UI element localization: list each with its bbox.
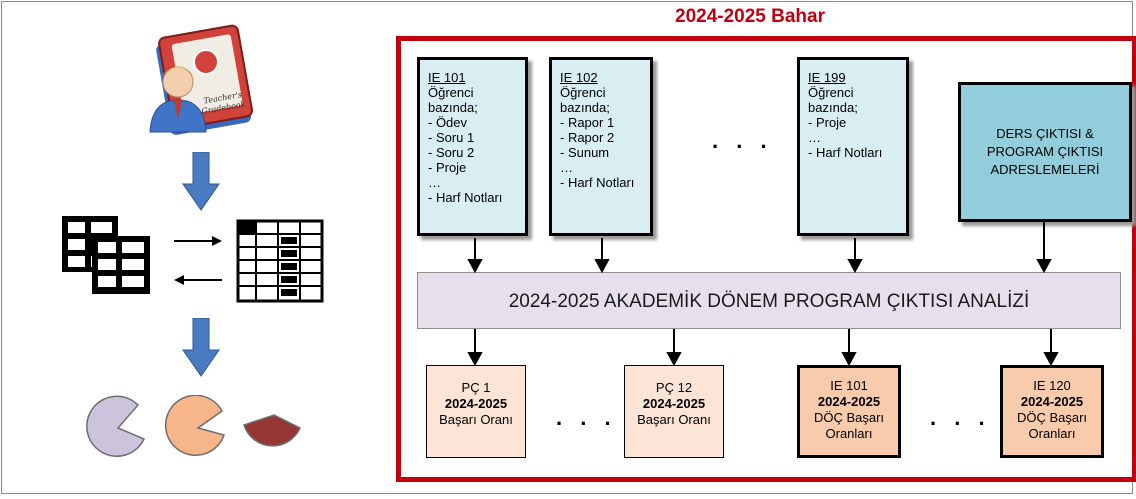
gradebook-icon: Teacher's Gradebook	[149, 24, 253, 135]
pie-orange	[164, 395, 225, 457]
table-icon	[236, 219, 324, 303]
down-arrow-icon-2	[182, 318, 220, 377]
course-code: IE 102	[560, 70, 598, 85]
result-box-pc12: PÇ 12 2024-2025 Başarı Oranı	[624, 365, 724, 458]
pie-maroon	[243, 414, 301, 447]
course-line: Öğrenci	[428, 85, 474, 100]
mapping-box: DERS ÇIKTISI & PROGRAM ÇIKTISI ADRESLEME…	[958, 82, 1132, 222]
arrowhead	[1036, 259, 1052, 274]
analysis-box: 2024-2025 AKADEMİK DÖNEM PROGRAM ÇIKTISI…	[417, 272, 1121, 329]
course-line: - Harf Notları	[808, 145, 883, 160]
result-caption: DÖÇ Başarı	[1016, 410, 1088, 425]
result-title: PÇ 12	[655, 380, 693, 395]
result-caption: Oranları	[1028, 426, 1076, 441]
course-line: - Rapor 1	[560, 115, 615, 130]
mapping-line: ADRESLEMELERİ	[990, 162, 1100, 177]
course-ellipsis: . . .	[712, 128, 773, 153]
course-line: - Rapor 2	[560, 130, 615, 145]
course-line: - Proje	[428, 160, 467, 175]
arrowhead	[847, 259, 863, 274]
result-caption: Başarı Oranı	[637, 412, 711, 427]
result-year: 2024-2025	[1020, 394, 1084, 409]
result-box-ie120: IE 120 2024-2025 DÖÇ Başarı Oranları	[1000, 365, 1104, 458]
course-line: bazında;	[560, 100, 610, 115]
arrowhead	[467, 352, 483, 367]
term-container	[396, 36, 1136, 482]
result-year: 2024-2025	[817, 394, 881, 409]
course-line: …	[560, 160, 573, 175]
course-box-ie101: IE 101 Öğrenci bazında; - Ödev - Soru 1 …	[417, 57, 528, 236]
exchange-arrows-icon	[174, 236, 222, 285]
mapping-line: PROGRAM ÇIKTISI	[986, 144, 1104, 159]
term-title: 2024-2025 Bahar	[675, 6, 825, 27]
result-year: 2024-2025	[444, 396, 508, 411]
course-line: Öğrenci	[560, 85, 606, 100]
pie-charts-icon	[86, 395, 301, 457]
course-line: bazında;	[808, 100, 858, 115]
result-ellipsis-1: . . .	[556, 405, 617, 430]
course-line: - Harf Notları	[428, 190, 503, 205]
arrowhead	[467, 259, 483, 274]
course-code: IE 199	[808, 70, 846, 85]
result-caption: Başarı Oranı	[439, 412, 513, 427]
course-line: …	[808, 130, 821, 145]
arrowhead	[841, 352, 857, 367]
course-line: - Proje	[808, 115, 847, 130]
result-caption: DÖÇ Başarı	[813, 410, 885, 425]
result-box-pc1: PÇ 1 2024-2025 Başarı Oranı	[426, 365, 526, 458]
spreadsheet-icon	[62, 216, 150, 294]
course-line: - Sunum	[560, 145, 610, 160]
course-line: - Harf Notları	[560, 175, 635, 190]
mapping-line: DERS ÇIKTISI &	[996, 126, 1094, 141]
course-code: IE 101	[428, 70, 466, 85]
result-caption: Oranları	[825, 426, 873, 441]
course-line: - Ödev	[428, 115, 468, 130]
result-title: PÇ 1	[461, 380, 491, 395]
result-year: 2024-2025	[642, 396, 706, 411]
result-ellipsis-2: . . .	[930, 405, 991, 430]
result-title: IE 120	[1033, 378, 1071, 393]
arrowhead	[666, 352, 682, 367]
course-line: - Soru 2	[428, 145, 475, 160]
course-line: Öğrenci	[808, 85, 854, 100]
course-line: …	[428, 175, 441, 190]
down-arrow-icon	[182, 152, 220, 211]
arrowhead	[1043, 352, 1059, 367]
arrowhead	[594, 259, 610, 274]
course-line: - Soru 1	[428, 130, 475, 145]
result-title: IE 101	[830, 378, 868, 393]
course-box-ie102: IE 102 Öğrenci bazında; - Rapor 1 - Rapo…	[549, 57, 653, 236]
course-box-ie199: IE 199 Öğrenci bazında; - Proje … - Harf…	[797, 57, 909, 236]
course-line: bazında;	[428, 100, 478, 115]
pie-lavender	[86, 395, 146, 457]
result-box-ie101: IE 101 2024-2025 DÖÇ Başarı Oranları	[797, 365, 901, 458]
